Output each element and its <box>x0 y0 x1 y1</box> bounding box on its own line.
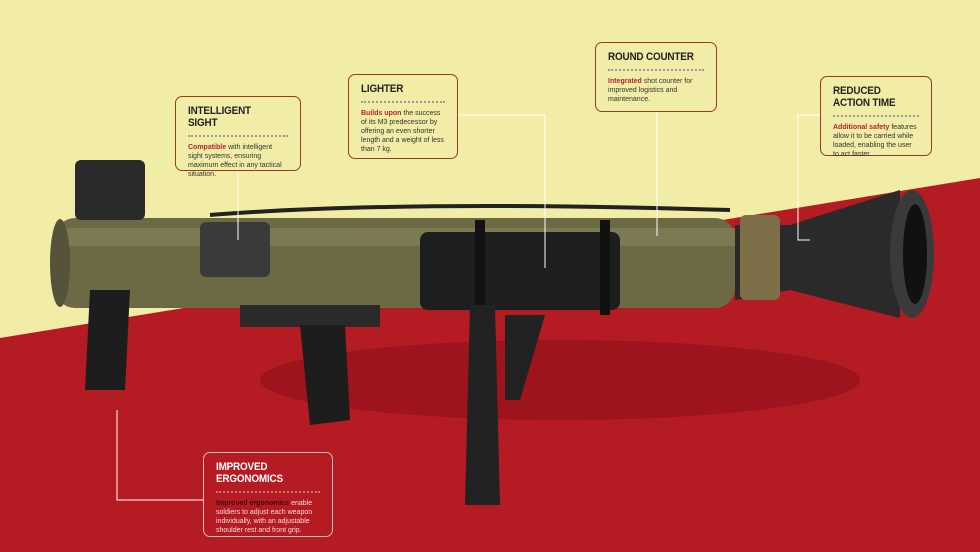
divider <box>361 101 445 103</box>
divider <box>608 69 704 71</box>
divider <box>216 491 320 493</box>
pistol-grip <box>300 325 350 425</box>
callout-title: INTELLIGENT SIGHT <box>188 105 251 129</box>
callout-text: Integrated shot counter for improved log… <box>608 77 704 104</box>
front-grip <box>85 290 130 390</box>
callout-text: Builds upon the success of its M3 predec… <box>361 109 445 154</box>
callout-intelligent-sight: INTELLIGENT SIGHT Compatible with intell… <box>175 96 301 178</box>
callout-title: LIGHTER <box>361 83 404 95</box>
callout-text: Improved ergonomics enable soldiers to a… <box>216 499 320 535</box>
body: features allow it to be carried while lo… <box>833 124 917 158</box>
divider <box>833 115 919 117</box>
wrap-pad <box>420 232 620 310</box>
callout-reduced-action-time: REDUCED ACTION TIME Additional safety fe… <box>820 76 932 159</box>
callout-round-counter: ROUND COUNTER Integrated shot counter fo… <box>595 42 717 112</box>
bipod-grip <box>465 305 500 505</box>
callout-text: Compatible with intelligent sight system… <box>188 143 288 179</box>
highlight: Builds upon <box>361 110 402 117</box>
divider <box>188 135 288 137</box>
callout-lighter: LIGHTER Builds upon the success of its M… <box>348 74 458 159</box>
callout-title: ROUND COUNTER <box>608 51 694 63</box>
body: with intelligent sight systems, ensuring… <box>188 144 282 178</box>
body: the success of its M3 predecessor by off… <box>361 110 444 153</box>
callout-improved-ergonomics: IMPROVED ERGONOMICS Improved ergonomics … <box>203 452 333 537</box>
callout-title: REDUCED ACTION TIME <box>833 85 896 109</box>
connector-lines <box>116 112 820 501</box>
callout-text: Additional safety features allow it to b… <box>833 123 919 159</box>
body: enable soldiers to adjust each weapon in… <box>216 500 313 534</box>
callout-title: IMPROVED ERGONOMICS <box>216 461 283 485</box>
highlight: Additional safety <box>833 124 890 131</box>
highlight: Improved ergonomics <box>216 500 290 507</box>
sight <box>75 160 145 220</box>
highlight: Integrated <box>608 78 642 85</box>
shadow <box>260 340 860 420</box>
highlight: Compatible <box>188 144 227 151</box>
body: shot counter for improved logistics and … <box>608 78 693 103</box>
